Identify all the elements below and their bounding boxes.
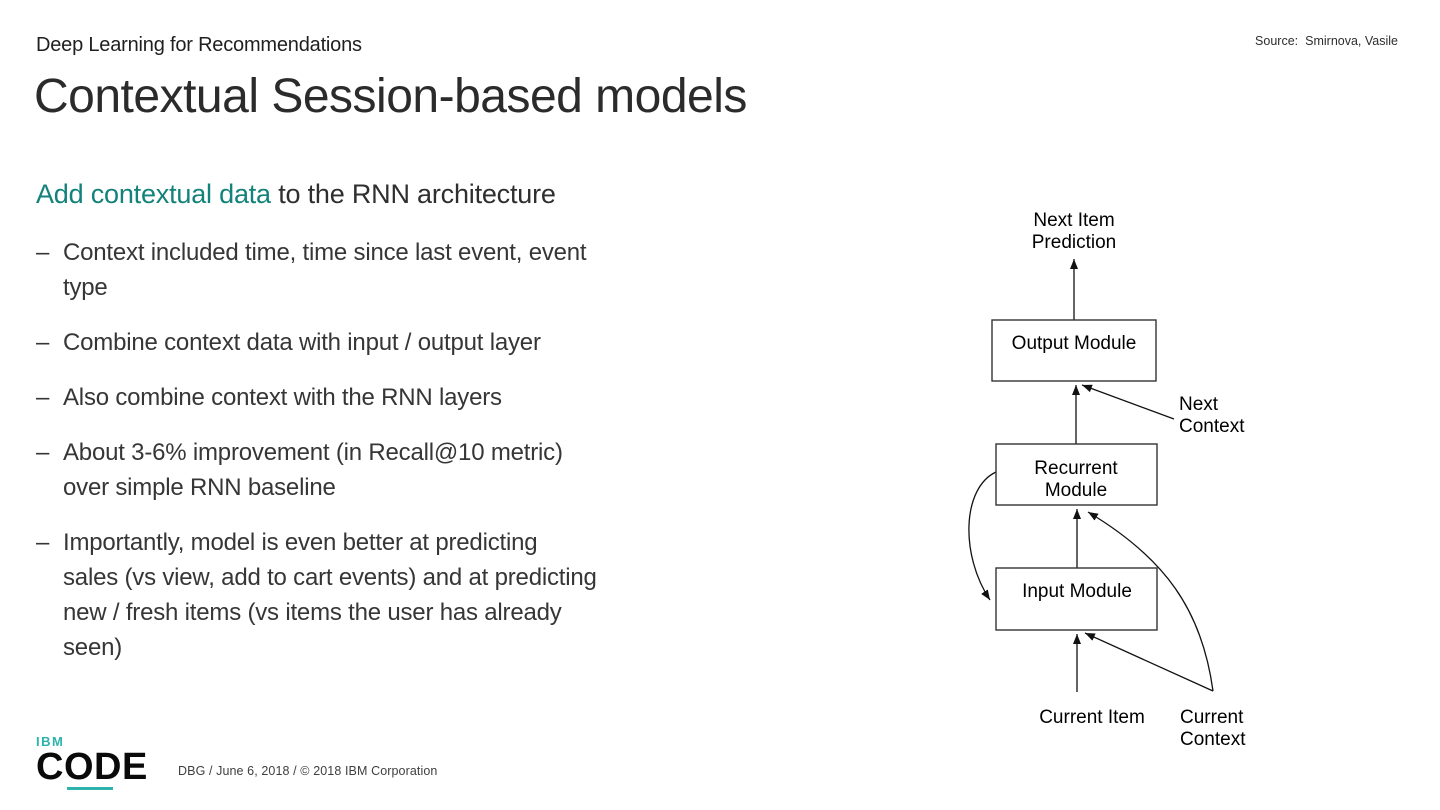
source-value: Smirnova, Vasile xyxy=(1305,34,1398,48)
output-module-label: Output Module xyxy=(1012,333,1137,354)
bullet-list: – Context included time, time since last… xyxy=(36,235,736,685)
arrow-current-context-to-input xyxy=(1084,632,1214,692)
bullet-item: – About 3-6% improvement (in Recall@10 m… xyxy=(36,435,736,505)
source-label: Source: xyxy=(1255,34,1299,48)
bullet-dash: – xyxy=(36,384,50,411)
arrow-next-context xyxy=(1081,384,1175,420)
input-module-label: Input Module xyxy=(1022,581,1132,602)
current-item-label: Current Item xyxy=(1039,707,1145,728)
arrow-recurrent-feedback-loop xyxy=(968,471,997,601)
source-credit: Source: Smirnova, Vasile xyxy=(1255,34,1398,48)
recurrent-module-label: Recurrent xyxy=(1034,458,1118,479)
output-module-box xyxy=(991,319,1157,382)
current-context-label: Context xyxy=(1180,729,1246,750)
bullet-item: – Also combine context with the RNN laye… xyxy=(36,380,736,415)
diagram-connectors xyxy=(968,259,1214,692)
bullet-line: over simple RNN baseline xyxy=(63,474,336,501)
arrow-current-context-to-recurrent xyxy=(1087,511,1214,692)
bullet-line: new / fresh items (vs items the user has… xyxy=(63,599,562,626)
bullet-line: Combine context data with input / output… xyxy=(63,329,541,356)
subheading-highlight: Add contextual data xyxy=(36,179,271,209)
ibm-logo-text: IBM xyxy=(36,734,65,749)
page-title: Contextual Session-based models xyxy=(34,70,747,123)
bullet-line: Also combine context with the RNN layers xyxy=(63,384,502,411)
subheading-rest: to the RNN architecture xyxy=(270,179,556,209)
bullet-line: Importantly, model is even better at pre… xyxy=(63,529,538,556)
logo-underline xyxy=(67,787,113,790)
bullet-line: Context included time, time since last e… xyxy=(63,239,587,266)
recurrent-module-box xyxy=(995,443,1158,506)
bullet-item: – Importantly, model is even better at p… xyxy=(36,525,736,665)
bullet-dash: – xyxy=(36,439,50,466)
bullet-item: – Combine context data with input / outp… xyxy=(36,325,736,360)
bullet-item: – Context included time, time since last… xyxy=(36,235,736,305)
rnn-architecture-diagram: Next Item Prediction Output Module Next … xyxy=(968,210,1246,750)
code-logo-text: CODE xyxy=(36,746,148,788)
next-context-label: Next xyxy=(1179,394,1219,415)
bullet-line: seen) xyxy=(63,634,123,661)
subheading: Add contextual data to the RNN architect… xyxy=(36,177,556,211)
bullet-dash: – xyxy=(36,239,50,266)
input-module-box xyxy=(995,567,1158,631)
bullet-line: About 3-6% improvement (in Recall@10 met… xyxy=(63,439,563,466)
bullet-line: sales (vs view, add to cart events) and … xyxy=(63,564,597,591)
next-context-label: Context xyxy=(1179,416,1245,437)
next-item-prediction-label: Next Item xyxy=(1033,210,1114,231)
bullet-dash: – xyxy=(36,529,50,556)
bullet-line: type xyxy=(63,274,108,301)
current-context-label: Current xyxy=(1180,707,1244,728)
next-item-prediction-label: Prediction xyxy=(1032,232,1117,253)
bullet-dash: – xyxy=(36,329,50,356)
eyebrow-text: Deep Learning for Recommendations xyxy=(36,34,362,56)
ibm-code-logo: IBM CODE xyxy=(36,734,148,790)
recurrent-module-label: Module xyxy=(1045,480,1107,501)
footer-copyright: DBG / June 6, 2018 / © 2018 IBM Corporat… xyxy=(178,764,438,778)
